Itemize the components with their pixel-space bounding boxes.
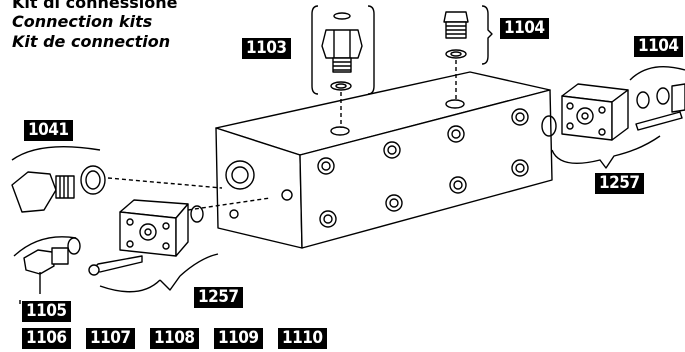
- manifold-block: [215, 71, 553, 249]
- label-1041: 1041: [24, 120, 73, 141]
- label-1110: 1110: [278, 328, 327, 349]
- title-italian: Kit di connessione: [12, 0, 178, 12]
- plug-1041: [11, 146, 223, 213]
- label-1106: 1106: [22, 328, 71, 349]
- label-1103: 1103: [242, 38, 291, 59]
- label-1108: 1108: [150, 328, 199, 349]
- label-1107: 1107: [86, 328, 135, 349]
- flange-left: [88, 197, 271, 293]
- label-1104-right: 1104: [634, 36, 683, 57]
- label-1105: 1105: [22, 301, 71, 322]
- fitting-1104-top: [443, 5, 493, 102]
- label-1257-bottom: 1257: [194, 287, 243, 308]
- bolt-holes: [317, 108, 529, 228]
- fitting-1103: [311, 5, 375, 128]
- title-french: Kit de connection: [12, 32, 171, 51]
- label-1104-top: 1104: [500, 18, 549, 39]
- label-1109: 1109: [214, 328, 263, 349]
- title-english: Connection kits: [12, 12, 153, 31]
- label-1257-right: 1257: [595, 173, 644, 194]
- flange-right: [541, 66, 685, 169]
- fitting-1105: [13, 236, 81, 294]
